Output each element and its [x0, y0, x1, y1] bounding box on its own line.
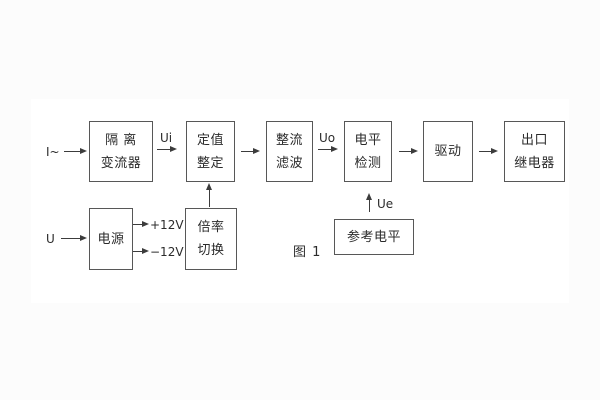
- block-text-line: 电源: [97, 231, 125, 247]
- block-text-line: 整流: [275, 132, 303, 148]
- arrow-voltage-input-icon: [61, 235, 87, 241]
- block-drive: 驱动: [423, 121, 473, 182]
- block-text-line: 检测: [354, 155, 382, 171]
- arrow-isolation-to-setting-icon: [157, 146, 177, 152]
- block-text-line: 整定: [196, 155, 224, 171]
- block-reference-level: 参考电平: [334, 219, 414, 255]
- block-level-detection: 电平 检测: [344, 121, 392, 182]
- figure-caption: 图 1: [293, 245, 322, 260]
- arrow-rectifier-to-level-icon: [318, 146, 338, 152]
- block-text-line: 参考电平: [346, 229, 401, 245]
- plus-12v-label: +12V: [150, 218, 184, 232]
- input-current-label: I~: [46, 145, 60, 159]
- block-text-line: 倍率: [197, 220, 225, 235]
- block-text-line: 隔 离: [105, 132, 137, 148]
- block-text-line: 切换: [197, 243, 225, 258]
- arrow-drive-to-relay-icon: [479, 148, 498, 154]
- block-output-relay: 出口 继电器: [504, 121, 565, 182]
- arrow-ratio-to-setting-icon: [206, 183, 212, 207]
- ui-signal-label: Ui: [160, 131, 173, 145]
- block-text-line: 出口: [520, 132, 548, 148]
- arrow-plus-12v-output-icon: [133, 221, 149, 227]
- arrow-current-input-icon: [64, 148, 87, 154]
- minus-12v-label: −12V: [150, 245, 184, 259]
- block-text-line: 电平: [354, 132, 382, 148]
- arrow-minus-12v-output-icon: [133, 248, 149, 254]
- block-ratio-switch: 倍率 切换: [185, 208, 237, 270]
- arrow-level-to-drive-icon: [399, 148, 418, 154]
- block-text-line: 驱动: [434, 144, 462, 159]
- uo-signal-label: Uo: [319, 131, 336, 145]
- block-power-supply: 电源: [89, 208, 133, 270]
- block-text-line: 变流器: [100, 155, 142, 171]
- arrow-setting-to-rectifier-icon: [241, 148, 260, 154]
- input-voltage-label: U: [46, 232, 55, 246]
- block-text-line: 继电器: [514, 155, 555, 171]
- block-text-line: 定值: [196, 132, 224, 148]
- block-rectify-filter: 整流 滤波: [266, 121, 313, 182]
- block-isolation-transformer: 隔 离 变流器: [89, 121, 153, 182]
- block-text-line: 滤波: [275, 155, 303, 171]
- block-setpoint-adjust: 定值 整定: [186, 121, 235, 182]
- ue-signal-label: Ue: [377, 197, 394, 211]
- arrow-reference-to-level-icon: [366, 193, 372, 212]
